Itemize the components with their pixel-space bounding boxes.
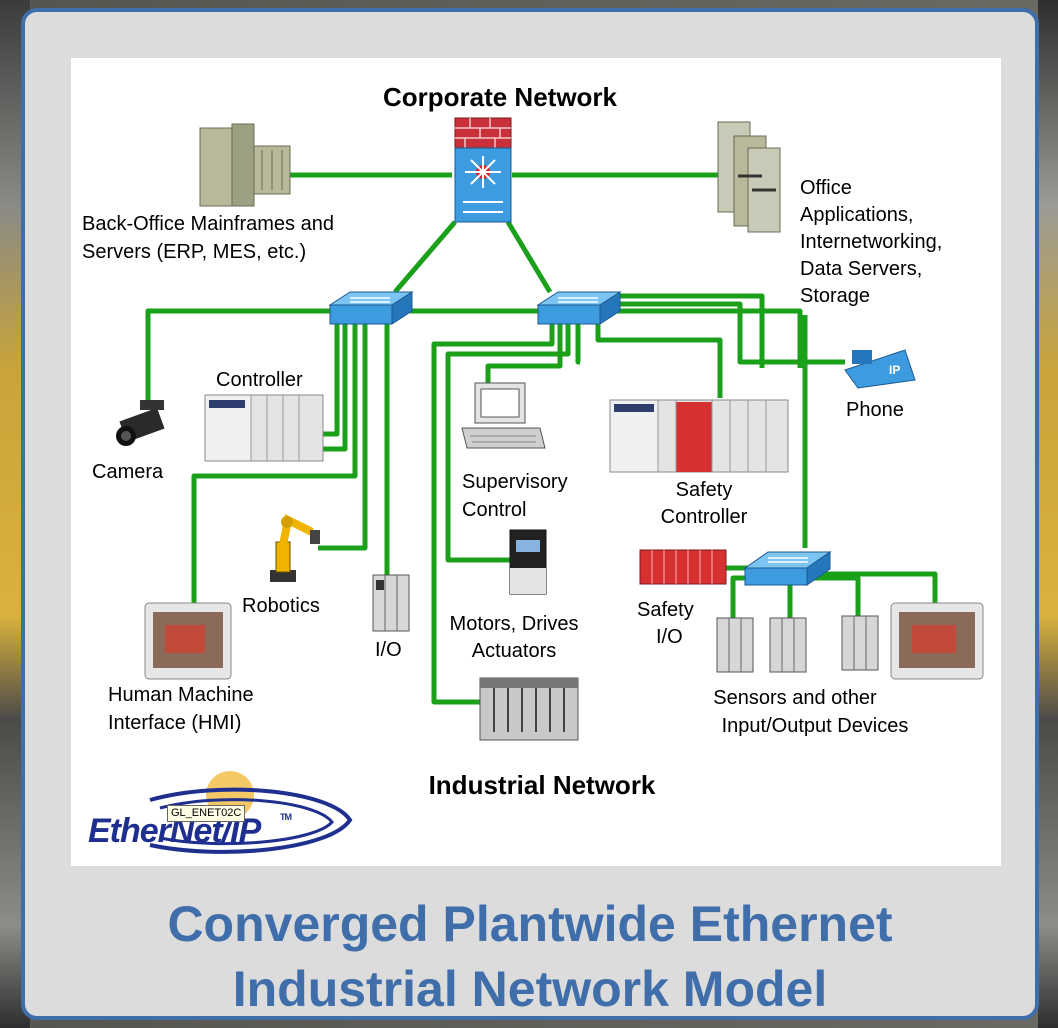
svg-text:IP: IP bbox=[889, 363, 900, 377]
switch-icon bbox=[536, 291, 622, 325]
phone-label: Phone bbox=[846, 399, 904, 421]
sensor-module-icon bbox=[769, 617, 807, 673]
motors-label: Motors, Drives bbox=[450, 613, 579, 635]
hmi-label: Interface (HMI) bbox=[108, 712, 241, 734]
backoffice-label: Servers (ERP, MES, etc.) bbox=[82, 241, 306, 263]
industrial-network-heading: Industrial Network bbox=[429, 770, 656, 800]
safety-io-label: Safety bbox=[637, 599, 694, 621]
office-label: Applications, bbox=[800, 204, 913, 226]
backoffice-label: Back-Office Mainframes and bbox=[82, 213, 334, 235]
sensor-module-icon bbox=[841, 615, 879, 671]
firewall-router-icon bbox=[454, 117, 512, 223]
mainframe-icon bbox=[199, 123, 291, 207]
corporate-network-heading: Corporate Network bbox=[383, 82, 618, 112]
office-label: Data Servers, bbox=[800, 258, 922, 280]
image-tag: GL_ENET02C bbox=[167, 805, 246, 822]
computer-icon bbox=[461, 382, 546, 449]
supervisory-label: Control bbox=[462, 499, 526, 521]
logo-tm: TM bbox=[280, 812, 292, 822]
drive-icon bbox=[479, 677, 579, 741]
safety-io-icon bbox=[639, 549, 727, 585]
camera-label: Camera bbox=[92, 461, 164, 483]
slide-title-line-1: Converged Plantwide Ethernet bbox=[167, 896, 893, 952]
safety-controller-label: Controller bbox=[661, 506, 748, 528]
robot-arm-icon bbox=[270, 514, 320, 582]
switch-icon bbox=[743, 551, 832, 586]
sensors-label: Input/Output Devices bbox=[722, 715, 909, 737]
hmi-label: Human Machine bbox=[108, 684, 254, 706]
office-label: Internetworking, bbox=[800, 231, 942, 253]
switch-icon bbox=[328, 291, 414, 325]
ip-phone-icon: IP bbox=[844, 349, 916, 389]
controller-label: Controller bbox=[216, 369, 303, 391]
safety-io-label: I/O bbox=[656, 626, 683, 648]
office-label: Office bbox=[800, 177, 852, 199]
supervisory-label: Supervisory bbox=[462, 471, 568, 493]
network-links bbox=[145, 172, 938, 705]
io-label: I/O bbox=[375, 639, 402, 661]
server-tower-icon bbox=[717, 121, 781, 233]
controller-icon bbox=[204, 394, 324, 462]
camera-icon bbox=[116, 400, 165, 446]
safety-controller-label: Safety bbox=[676, 479, 733, 501]
sensor-module-icon bbox=[716, 617, 754, 673]
slide-title-line-2: Industrial Network Model bbox=[232, 961, 828, 1017]
office-label: Storage bbox=[800, 285, 870, 307]
robotics-label: Robotics bbox=[242, 595, 320, 617]
sensors-label: Sensors and other bbox=[713, 687, 877, 709]
hmi-panel-icon bbox=[144, 602, 232, 680]
safety-controller-icon bbox=[609, 399, 789, 473]
motors-label: Actuators bbox=[472, 640, 556, 662]
background-photo-right bbox=[1038, 0, 1058, 1028]
hmi-panel-icon bbox=[890, 602, 984, 680]
io-module-icon bbox=[372, 574, 410, 632]
drive-icon bbox=[509, 529, 547, 595]
